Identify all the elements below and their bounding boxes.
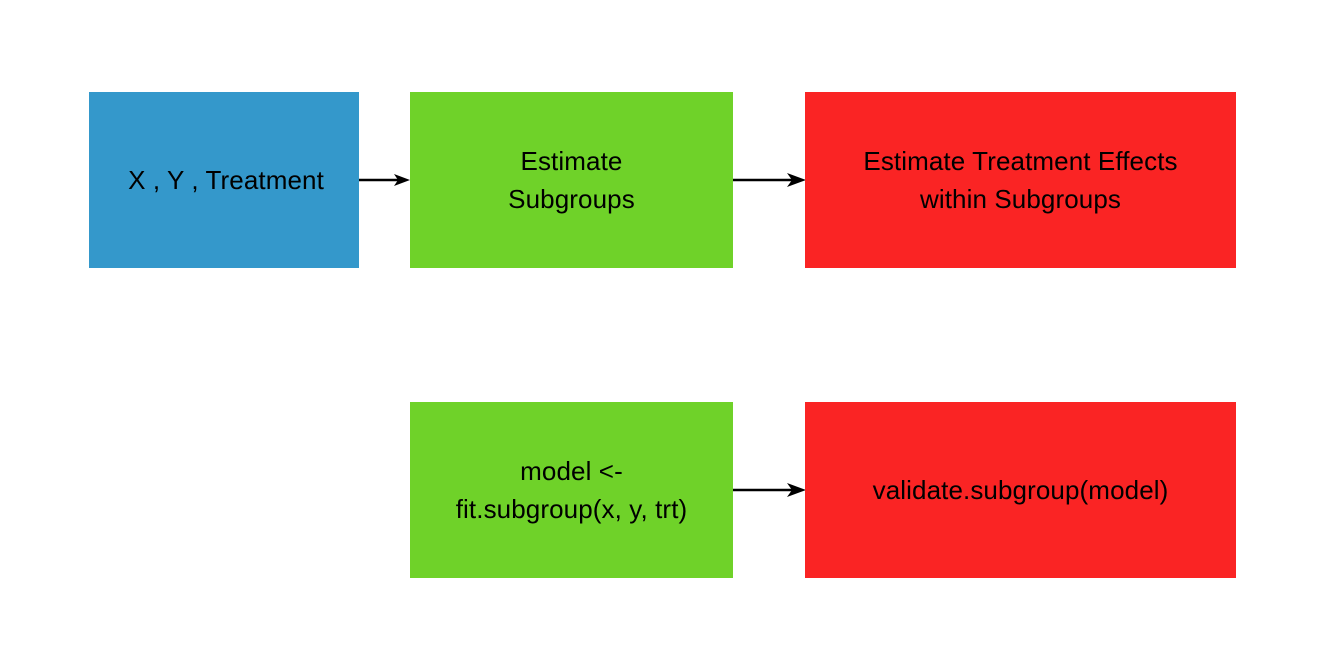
node-estimate-subgroups[interactable]: Estimate Subgroups [410,92,733,268]
node-fit-subgroup-label: model <- fit.subgroup(x, y, trt) [456,452,688,528]
node-estimate-subgroups-line-2: Subgroups [508,184,635,214]
node-estimate-effects-line-1: Estimate Treatment Effects [863,145,1178,176]
node-fit-subgroup-line-2: fit.subgroup(x, y, trt) [455,494,688,524]
node-fit-subgroup-line-1: model <- [520,455,623,486]
node-estimate-subgroups-label: Estimate Subgroups [508,142,635,218]
node-estimate-effects-line-2: within Subgroups [919,184,1122,214]
node-input-label: X , Y , Treatment [128,164,324,195]
node-validate-subgroup-label: validate.subgroup(model) [872,474,1169,505]
node-input[interactable]: X , Y , Treatment [89,92,359,268]
arrow-fit-subgroup-to-validate-subgroup [732,478,808,502]
node-fit-subgroup[interactable]: model <- fit.subgroup(x, y, trt) [410,402,733,578]
node-estimate-effects-label: Estimate Treatment Effects within Subgro… [863,142,1177,218]
arrow-input-to-estimate-subgroups [358,168,412,192]
arrow-estimate-subgroups-to-estimate-effects [732,168,808,192]
node-validate-subgroup[interactable]: validate.subgroup(model) [805,402,1236,578]
node-estimate-effects[interactable]: Estimate Treatment Effects within Subgro… [805,92,1236,268]
node-estimate-subgroups-line-1: Estimate [520,145,623,176]
